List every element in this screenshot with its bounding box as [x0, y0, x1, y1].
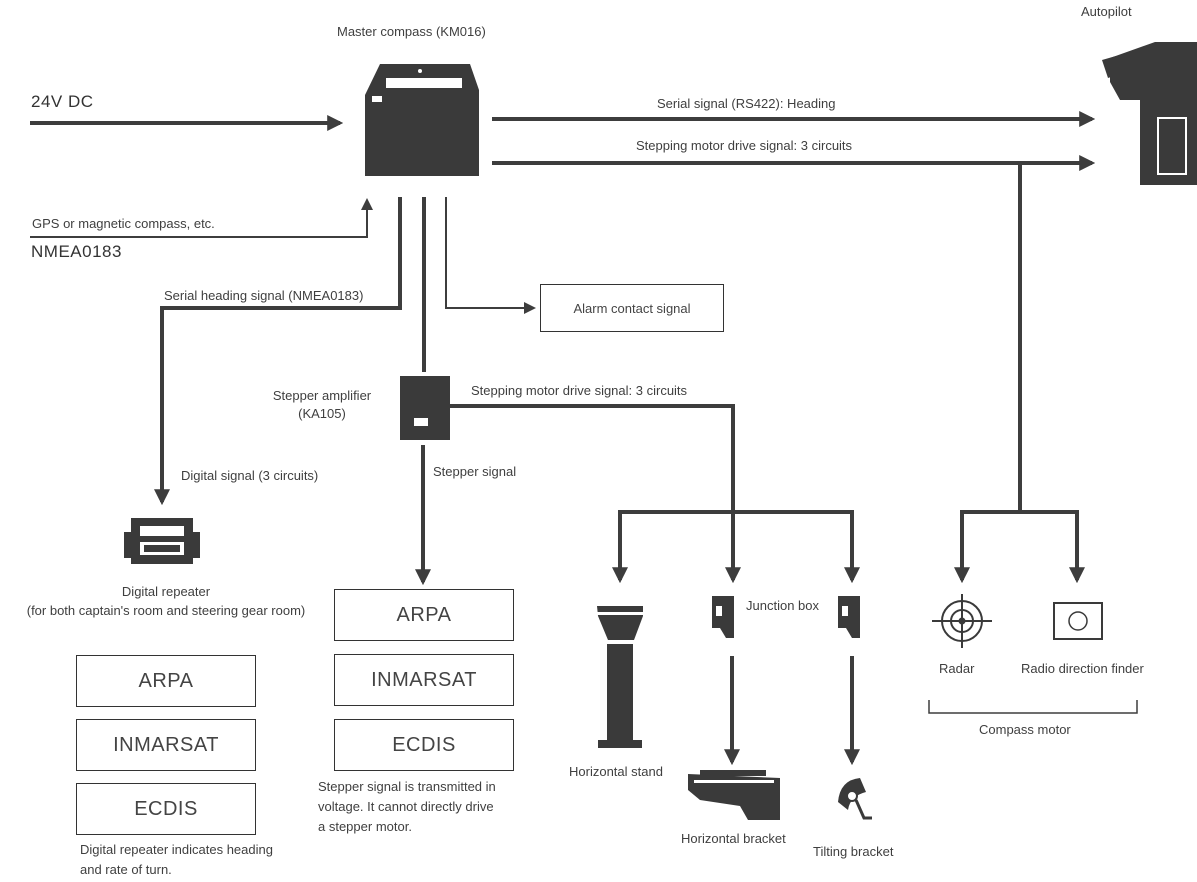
radar-label: Radar: [939, 661, 975, 676]
stepping-amp-label: Stepping motor drive signal: 3 circuits: [471, 383, 688, 398]
serial-heading-label: Serial heading signal (NMEA0183): [164, 288, 364, 303]
stepper-amplifier-name: Stepper amplifier: [272, 388, 372, 403]
compass-motor-bracket: [928, 700, 1138, 714]
stepper-note-line1: Stepper signal is transmitted in: [318, 779, 496, 794]
mid-box-inmarsat: INMARSAT: [334, 654, 514, 706]
horizontal-bracket-label: Horizontal bracket: [681, 831, 786, 846]
digital-repeater-name: Digital repeater: [121, 584, 211, 599]
autopilot-icon: [1102, 42, 1197, 185]
digital-repeater-note-line1: Digital repeater indicates heading: [80, 842, 273, 857]
power-label: 24V DC: [31, 92, 94, 111]
stepper-amplifier-icon: [400, 376, 450, 440]
horizontal-bracket-icon: [688, 770, 780, 820]
alarm-line: [445, 197, 536, 314]
stepper-note: Stepper signal is transmitted in voltage…: [318, 777, 496, 837]
stepper-amplifier-model: (KA105): [298, 406, 346, 421]
horizontal-stand-icon: [595, 606, 645, 748]
left-box-arpa: ARPA: [76, 655, 256, 707]
serial-heading-line: [154, 197, 402, 506]
rdf-label: Radio direction finder: [1021, 661, 1144, 676]
junction-box-icon-1: [712, 596, 734, 638]
digital-repeater-note: Digital repeater indicates heading and r…: [80, 840, 273, 880]
digital-signal-label: Digital signal (3 circuits): [181, 468, 319, 483]
stepper-signal-label: Stepper signal: [433, 464, 517, 479]
serial-rs422-label: Serial signal (RS422): Heading: [657, 96, 836, 111]
stepping-amp-line: [450, 404, 741, 584]
stepper-amplifier-label: Stepper amplifier (KA105): [262, 388, 382, 422]
compass-motor-label: Compass motor: [979, 722, 1071, 737]
distribution-line: [618, 510, 860, 584]
left-box-ecdis: ECDIS: [76, 783, 256, 835]
mid-box-arpa: ARPA: [334, 589, 514, 641]
gps-label: GPS or magnetic compass, etc.: [32, 216, 215, 231]
stepping-top-label: Stepping motor drive signal: 3 circuits: [636, 138, 853, 153]
digital-repeater-label: Digital repeater (for both captain's roo…: [6, 584, 326, 619]
mid-box-ecdis: ECDIS: [334, 719, 514, 771]
digital-repeater-icon: [124, 518, 200, 564]
junction-box-label: Junction box: [746, 598, 819, 613]
alarm-contact-label: Alarm contact signal: [573, 300, 691, 316]
radar-icon: [932, 594, 992, 648]
alarm-contact-box: Alarm contact signal: [540, 284, 724, 332]
left-box-inmarsat: INMARSAT: [76, 719, 256, 771]
compass-motor-branch: [960, 510, 1085, 584]
junction-box-icon-2: [838, 596, 860, 638]
digital-repeater-rooms: (for both captain's room and steering ge…: [26, 603, 306, 618]
gps-input-line: [30, 198, 373, 238]
horizontal-stand-label: Horizontal stand: [569, 764, 663, 779]
stepper-note-line3: a stepper motor.: [318, 819, 412, 834]
digital-repeater-note-line2: and rate of turn.: [80, 862, 172, 877]
rdf-icon: [1053, 602, 1103, 640]
master-compass-icon: [365, 64, 479, 176]
autopilot-label: Autopilot: [1081, 4, 1132, 19]
tilting-bracket-label: Tilting bracket: [813, 844, 894, 859]
stepper-note-line2: voltage. It cannot directly drive: [318, 799, 494, 814]
tilting-bracket-icon: [838, 778, 872, 820]
master-compass-label: Master compass (KM016): [337, 24, 486, 39]
nmea-label: NMEA0183: [31, 242, 122, 261]
